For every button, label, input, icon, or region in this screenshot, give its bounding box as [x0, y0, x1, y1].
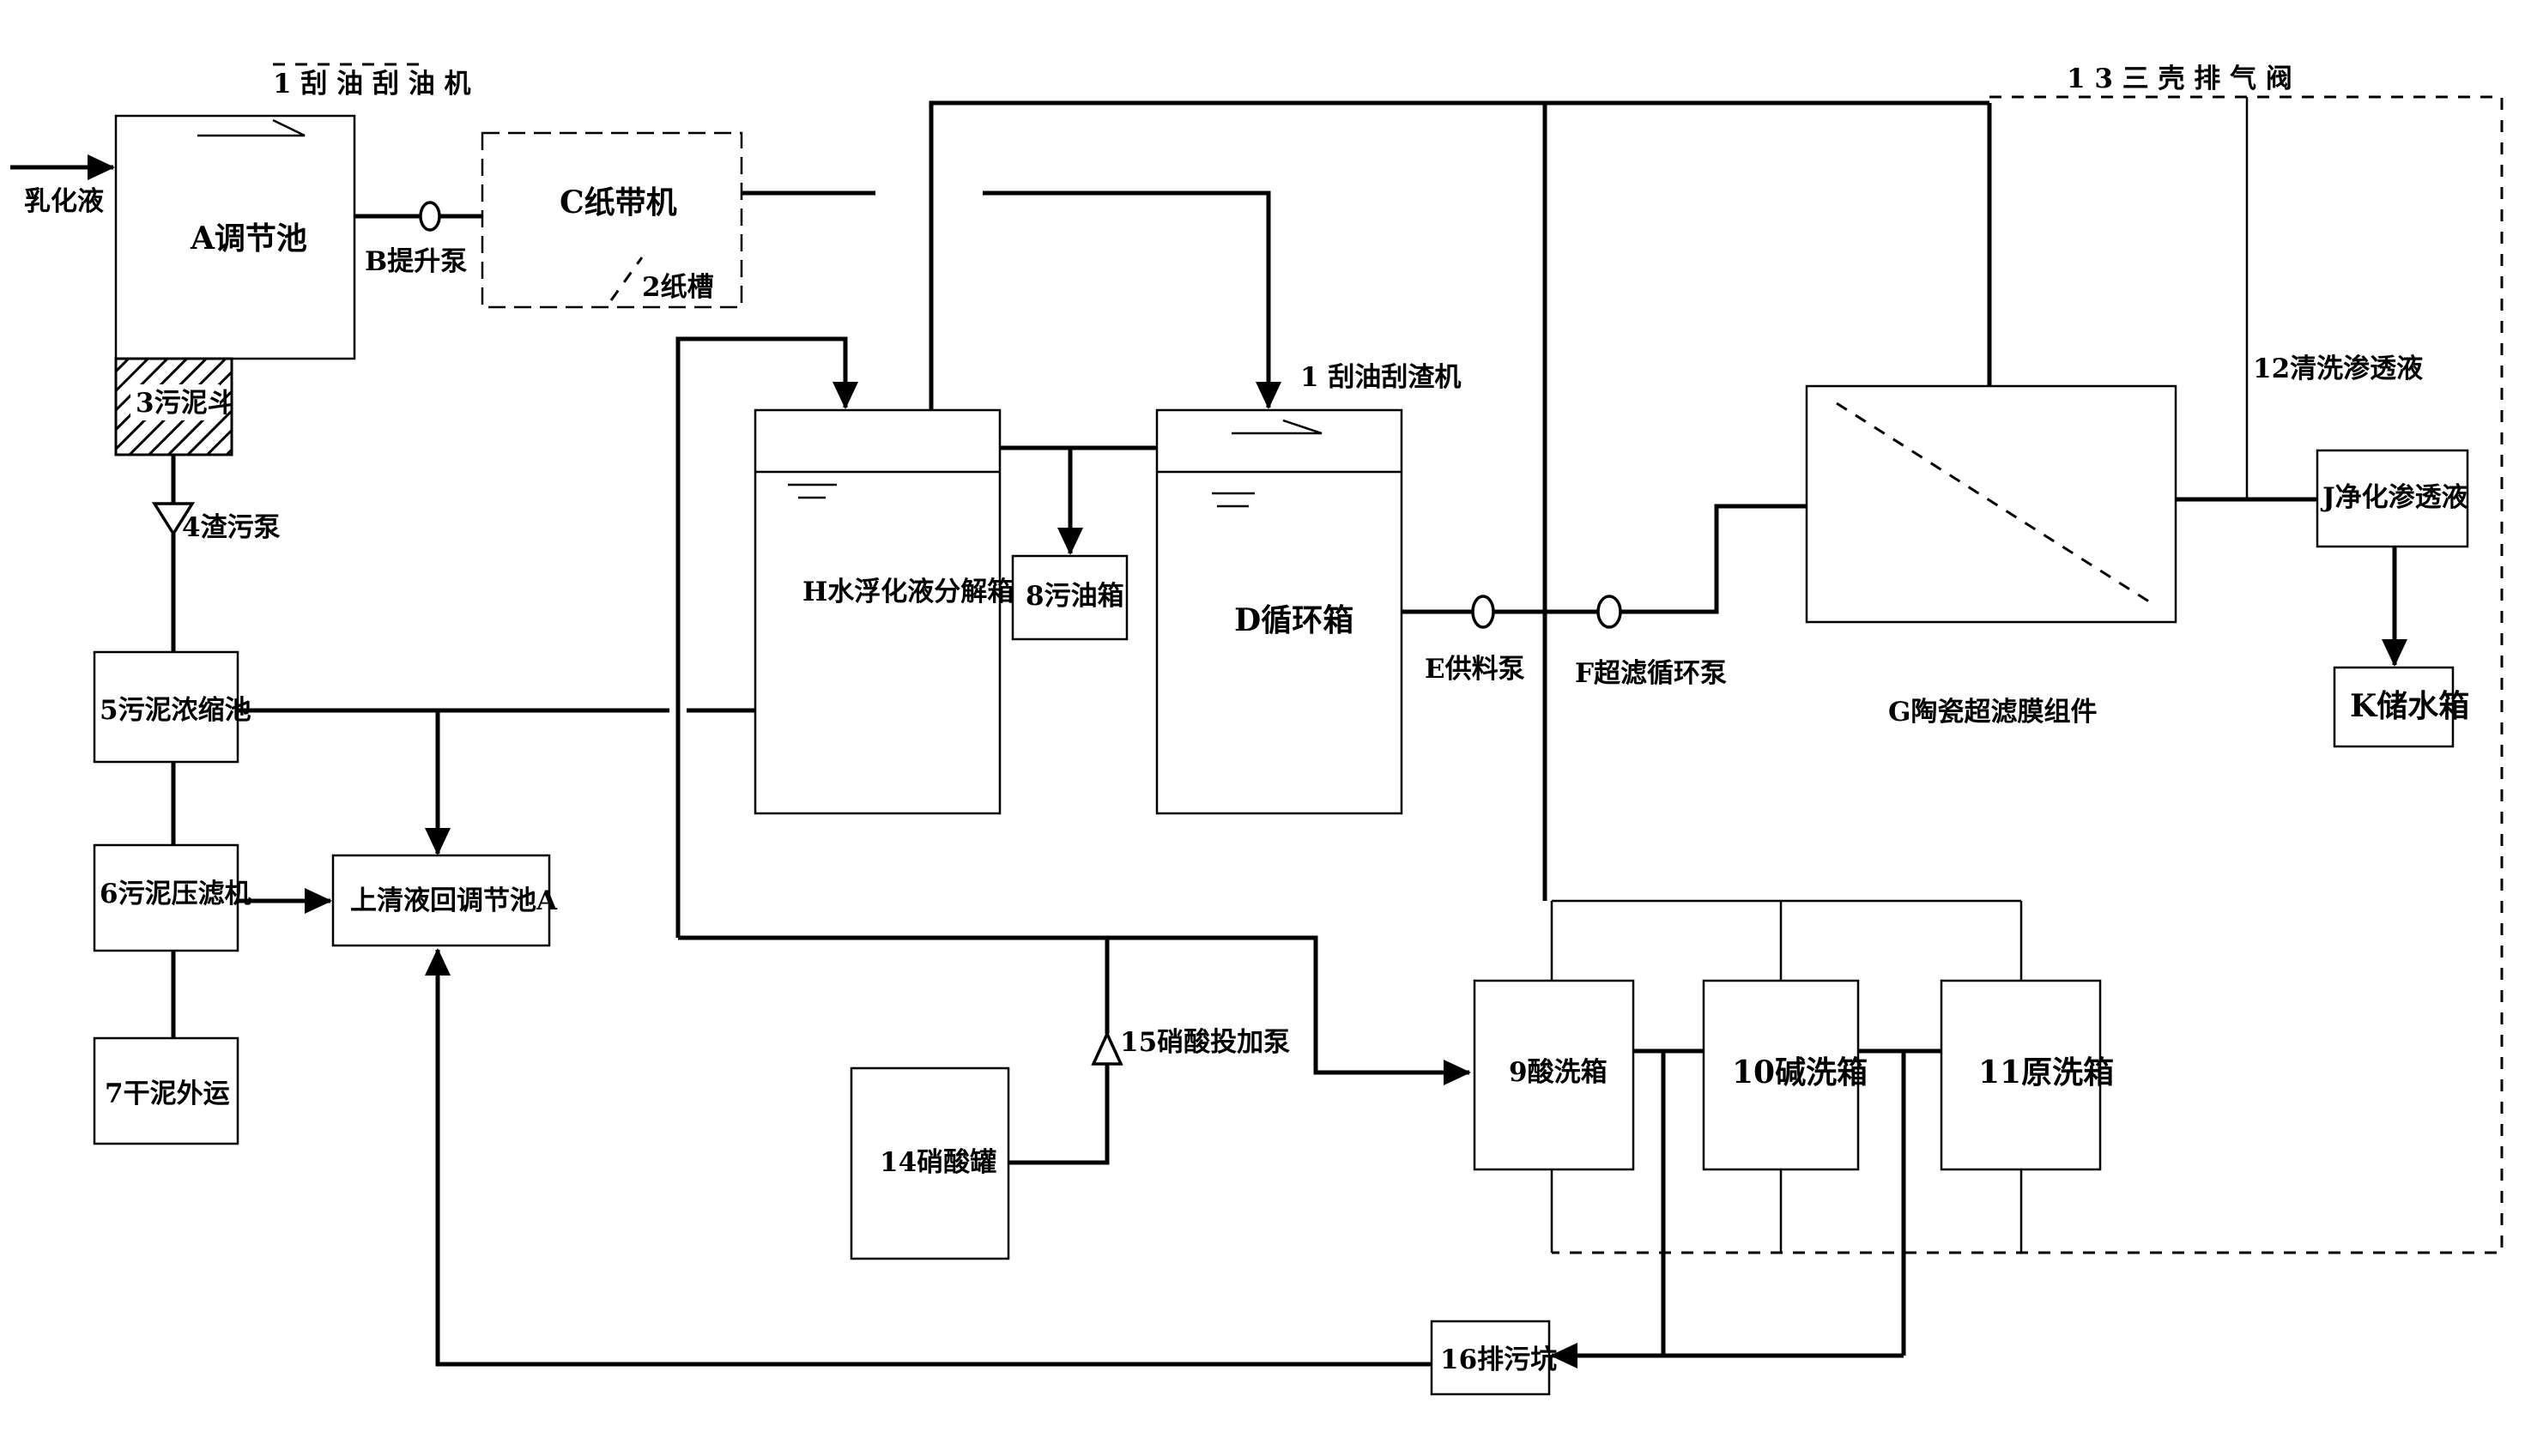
nitric-tank-label: 14硝酸罐: [880, 1147, 996, 1178]
skimmer-blade-a: [197, 118, 306, 137]
vent-return-line: [1552, 95, 2504, 1254]
skimmer-d-label: 1 刮油刮渣机: [1300, 362, 1461, 393]
paper-filter-label: C纸带机: [560, 184, 677, 221]
purified-perm-box: [2316, 449, 2469, 548]
supernatant-label: 上清液回调节池A: [350, 885, 558, 916]
decomp-tank: [754, 408, 1002, 815]
purified-perm-label: J净化渗透液: [2320, 482, 2468, 513]
sludge-hopper-label-bg: [130, 384, 220, 420]
storage-label: K储水箱: [2350, 688, 2469, 724]
lift-pump-label: B提升泵: [365, 246, 467, 277]
nitric-pump-icon: [1091, 1030, 1123, 1066]
skimmer-blade-d: [1232, 419, 1323, 435]
sludge-thicken-label: 5污泥浓缩池: [100, 695, 251, 726]
sludge-thicken-tank: [93, 650, 239, 764]
feed-pump-icon: [1471, 595, 1495, 629]
supernatant-box: [331, 854, 551, 947]
drain-pit-box: [1430, 1320, 1551, 1396]
sludge-press: [93, 843, 239, 952]
pipe-loop-to-acid-wash: [678, 935, 1471, 1085]
sludge-press-label: 6污泥压滤机: [100, 879, 251, 909]
drain-label: 16排污坑: [1440, 1344, 1557, 1375]
paper-tank-leader: [609, 257, 644, 301]
paper-tank-label: 2纸槽: [642, 272, 714, 303]
adjust-tank: [114, 114, 356, 360]
decomp-tank-label: H水浮化液分解箱: [802, 577, 1014, 607]
sludge-pump-icon: [151, 502, 196, 537]
clean-perm-label: 12清洗渗透液: [2253, 353, 2423, 384]
membrane-diagonal: [1836, 402, 2155, 607]
skimmer-top-label: 1 刮 油 刮 油 机: [273, 69, 471, 100]
dry-sludge-box: [93, 1036, 239, 1145]
vent-label: 1 3 三 壳 排 气 阀: [2067, 63, 2292, 94]
acid-wash-label: 9酸洗箱: [1509, 1057, 1608, 1088]
circ-tank-label: D循环箱: [1234, 602, 1353, 638]
uf-pump-label: F超滤循环泵: [1575, 658, 1727, 689]
waste-oil-box: [1011, 554, 1129, 641]
inlet-label: 乳化液: [24, 186, 104, 217]
nitric-pump-label: 15硝酸投加泵: [1120, 1027, 1290, 1058]
pipe-c-to-d: [983, 190, 1281, 409]
pipe-uf-to-membrane: [1620, 504, 1807, 614]
acid-wash-tank: [1473, 979, 1635, 1171]
nitric-tank: [850, 1066, 1010, 1260]
sludge-hopper-label: 3污泥斗: [136, 388, 234, 419]
lift-pump-icon: [419, 201, 441, 232]
water-wash-label: 11原洗箱: [1978, 1054, 2114, 1090]
circ-tank: [1155, 408, 1403, 815]
pipe-top-loop: [929, 100, 1547, 901]
paper-filter: [481, 131, 743, 309]
alkali-wash-label: 10碱洗箱: [1732, 1054, 1868, 1090]
dry-sludge-label: 7干泥外运: [105, 1078, 230, 1109]
uf-pump-icon: [1596, 595, 1622, 629]
pipe-loop-into-h: [675, 336, 858, 938]
feed-pump-label: E供料泵: [1425, 654, 1525, 685]
adjust-tank-label: A调节池: [190, 221, 307, 257]
pipe-drain-to-supernatant: [425, 948, 1432, 1367]
membrane-module: [1805, 384, 2177, 624]
storage-box: [2333, 666, 2455, 748]
alkali-wash-tank: [1702, 979, 1860, 1171]
sludge-pump-label: 4渣污泵: [182, 512, 281, 543]
pipe-pump-to-tank: [1008, 1064, 1110, 1165]
membrane-label: G陶瓷超滤膜组件: [1888, 697, 2097, 728]
waste-oil-label: 8污油箱: [1026, 581, 1124, 612]
